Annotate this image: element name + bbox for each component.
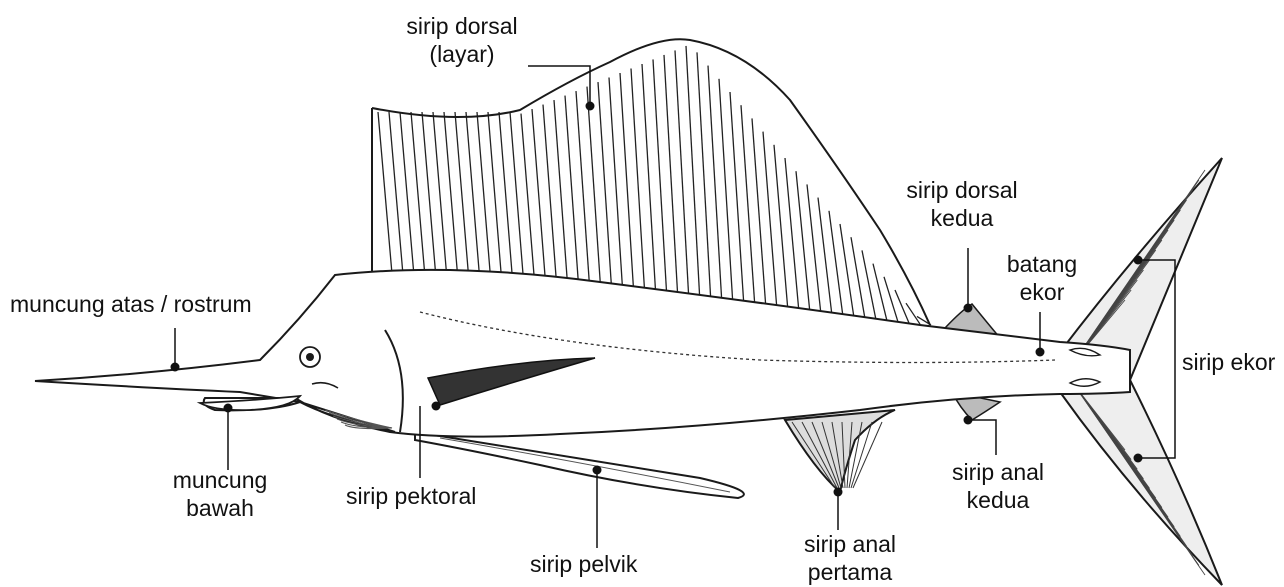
dorsal-ray [532, 109, 546, 288]
dorsal-ray [400, 112, 414, 276]
dorsal-ray [411, 112, 425, 277]
label-sirip-dorsal-kedua: sirip dorsal kedua [906, 176, 1017, 232]
label-muncung-bawah: muncung bawah [173, 466, 268, 522]
dorsal-ray [576, 91, 590, 293]
label-sirip-pelvik: sirip pelvik [530, 550, 637, 578]
dorsal-ray [499, 112, 513, 285]
dorsal-ray [642, 64, 656, 299]
dorsal-ray [378, 112, 392, 274]
label-sirip-anal-kedua: sirip anal kedua [952, 458, 1044, 514]
dorsal-ray [477, 112, 491, 283]
first-anal-fin [785, 410, 895, 492]
dorsal-ray [664, 55, 678, 301]
dorsal-ray [422, 112, 436, 278]
dorsal-ray [609, 78, 623, 296]
dorsal-ray [686, 46, 700, 303]
label-batang-ekor: batang ekor [1007, 250, 1077, 306]
dorsal-ray [554, 100, 568, 291]
dorsal-ray [433, 112, 447, 279]
label-sirip-ekor: sirip ekor [1182, 348, 1275, 376]
dorsal-ray [840, 224, 854, 318]
dorsal-ray [521, 114, 535, 288]
dorsal-ray [587, 87, 601, 294]
dorsal-ray [565, 96, 579, 292]
label-sirip-anal-pertama: sirip anal pertama [804, 530, 896, 586]
label-sirip-pektoral: sirip pektoral [346, 482, 476, 510]
dorsal-ray [455, 112, 469, 281]
dorsal-ray [488, 112, 502, 284]
dorsal-ray [389, 112, 403, 275]
dorsal-ray [598, 82, 612, 295]
label-muncung-atas: muncung atas / rostrum [10, 290, 252, 318]
dorsal-ray [675, 50, 689, 302]
dorsal-ray [862, 250, 876, 319]
dorsal-ray [510, 112, 524, 286]
dorsal-ray [620, 73, 634, 297]
dorsal-ray [543, 105, 557, 290]
dorsal-ray [653, 59, 667, 300]
dorsal-ray [466, 112, 480, 282]
label-sirip-dorsal-layar: sirip dorsal (layar) [406, 12, 517, 68]
dorsal-ray [444, 112, 458, 280]
dorsal-ray [631, 68, 645, 297]
dorsal-ray [851, 237, 865, 319]
